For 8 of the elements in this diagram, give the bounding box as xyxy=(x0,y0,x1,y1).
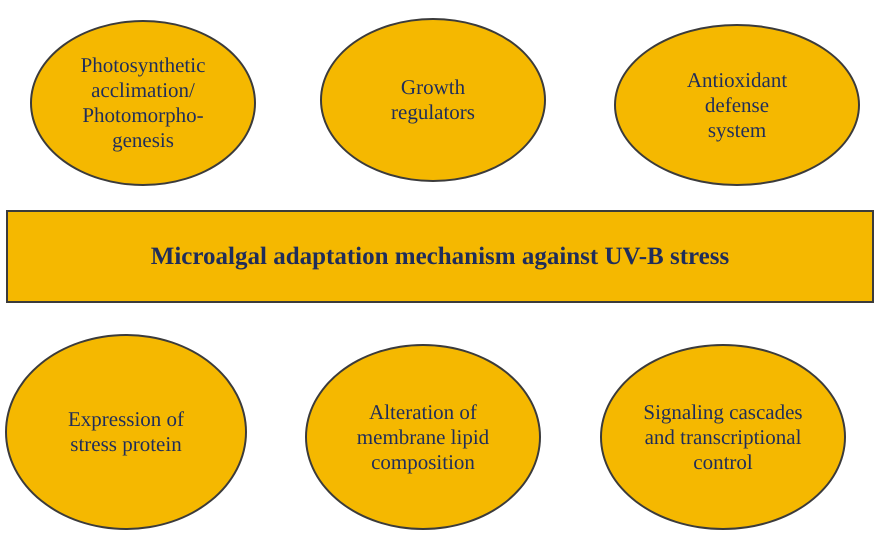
title-banner xyxy=(6,210,874,303)
node-text: Antioxidant defense system xyxy=(686,68,788,142)
node-text: Growth regulators xyxy=(390,75,476,125)
title-text: Microalgal adaptation mechanism against UV-B stress xyxy=(150,242,730,270)
node-text: Photosynthetic acclimation/ Photomorpho- genesis xyxy=(80,53,206,153)
node-text: Signaling cascades and transcriptional control xyxy=(642,400,804,474)
node-text: Alteration of membrane lipid composition xyxy=(356,400,490,474)
node-text: Expression of stress protein xyxy=(66,407,186,457)
